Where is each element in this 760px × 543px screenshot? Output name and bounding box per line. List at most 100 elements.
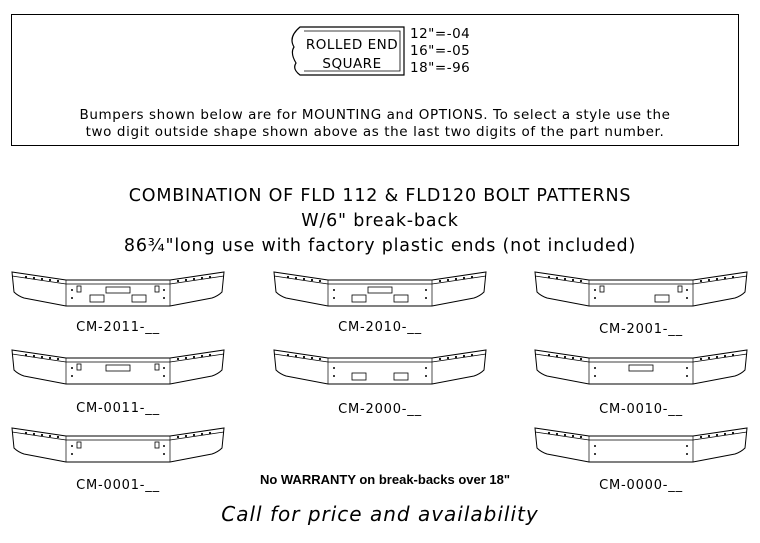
bolt-hole xyxy=(184,278,188,282)
bumper-flange-line xyxy=(534,431,748,441)
bumper-outer-edge xyxy=(273,271,487,307)
bracket-hole xyxy=(76,285,82,293)
bolt-hole xyxy=(302,277,306,281)
light-cutout xyxy=(89,294,105,303)
bolt-hole xyxy=(208,275,212,279)
bumper-outer-edge xyxy=(273,349,487,385)
bolt-hole xyxy=(163,367,165,369)
bumper-outline-icon xyxy=(534,427,748,463)
bracket-hole xyxy=(76,363,82,371)
shape-label-line2: SQUARE xyxy=(322,56,381,72)
bolt-hole xyxy=(563,355,567,359)
bolt-hole xyxy=(547,431,551,435)
bolt-hole xyxy=(71,289,73,291)
bumper-outer-edge xyxy=(11,427,225,463)
bolt-hole xyxy=(40,277,44,281)
bolt-hole xyxy=(563,433,567,437)
bolt-hole xyxy=(310,278,314,282)
bolt-hole xyxy=(446,356,450,360)
size-code: 16"=-05 xyxy=(410,43,471,59)
center-slot xyxy=(105,364,131,372)
bolt-hole xyxy=(579,435,583,439)
bolt-hole xyxy=(470,275,474,279)
bolt-hole xyxy=(24,431,28,435)
bolt-hole xyxy=(555,354,559,358)
bolt-hole xyxy=(286,353,290,357)
bumper-outer-edge xyxy=(534,349,748,385)
bolt-hole xyxy=(462,354,466,358)
bolt-hole xyxy=(40,433,44,437)
bolt-hole xyxy=(200,276,204,280)
bolt-hole xyxy=(200,354,204,358)
page-heading: COMBINATION OF FLD 112 & FLD120 BOLT PAT… xyxy=(0,184,760,259)
bolt-hole xyxy=(699,279,703,283)
bolt-hole xyxy=(454,277,458,281)
bumper-outline-icon xyxy=(273,271,487,307)
center-slot xyxy=(628,364,654,372)
bolt-hole xyxy=(571,434,575,438)
bumper-outline-icon xyxy=(11,349,225,385)
bumper-outer-edge xyxy=(11,271,225,307)
bolt-hole xyxy=(192,277,196,281)
bolt-hole xyxy=(184,356,188,360)
bumper-flange-line xyxy=(273,353,487,363)
bumper-outer-edge xyxy=(534,271,748,307)
bolt-hole xyxy=(318,279,322,283)
end-style-panel: ROLLED END SQUARE 12"=-04 16"=-05 18"=-9… xyxy=(11,14,739,146)
part-number: CM-0000-__ xyxy=(599,478,683,493)
bolt-hole xyxy=(294,354,298,358)
bolt-hole xyxy=(24,353,28,357)
bolt-hole xyxy=(32,354,36,358)
bolt-hole xyxy=(333,367,335,369)
bracket-hole xyxy=(154,441,160,449)
bolt-hole xyxy=(686,375,688,377)
bumper-outline-icon xyxy=(273,349,487,385)
bolt-hole xyxy=(571,278,575,282)
bolt-hole xyxy=(686,289,688,291)
heading-line: 86¾"long use with factory plastic ends (… xyxy=(123,236,637,256)
part-number: CM-0011-__ xyxy=(76,401,160,416)
bumper-flange-line xyxy=(534,275,748,285)
bolt-hole xyxy=(579,357,583,361)
bolt-hole xyxy=(686,445,688,447)
bolt-hole xyxy=(333,289,335,291)
bolt-hole xyxy=(715,433,719,437)
center-slot xyxy=(105,286,131,294)
bumper-drawing xyxy=(10,420,226,466)
bolt-hole xyxy=(594,445,596,447)
bolt-hole xyxy=(686,453,688,455)
bolt-hole xyxy=(446,278,450,282)
bolt-hole xyxy=(71,375,73,377)
heading-line: COMBINATION OF FLD 112 & FLD120 BOLT PAT… xyxy=(128,186,632,206)
bracket-hole xyxy=(677,285,683,293)
bolt-hole xyxy=(425,375,427,377)
bolt-hole xyxy=(699,435,703,439)
part-number: CM-0001-__ xyxy=(76,478,160,493)
size-code: 12"=-04 xyxy=(410,26,471,42)
bolt-hole xyxy=(454,355,458,359)
bolt-hole xyxy=(184,434,188,438)
center-slot xyxy=(367,286,393,294)
bolt-hole xyxy=(723,276,727,280)
size-code-list: 12"=-04 16"=-05 18"=-96 xyxy=(410,26,470,77)
bolt-hole xyxy=(32,432,36,436)
selection-note: Bumpers shown below are for MOUNTING and… xyxy=(12,107,738,141)
bolt-hole xyxy=(56,435,60,439)
bolt-hole xyxy=(24,275,28,279)
bolt-hole xyxy=(71,297,73,299)
bumper-outer-edge xyxy=(11,349,225,385)
bumper-drawing xyxy=(272,342,488,388)
bumper-drawing xyxy=(533,420,749,466)
bumper-drawing xyxy=(10,342,226,388)
bumper-flange-line xyxy=(11,431,225,441)
part-number: CM-2000-__ xyxy=(338,402,422,417)
bolt-hole xyxy=(438,357,442,361)
bolt-hole xyxy=(40,355,44,359)
bolt-hole xyxy=(192,433,196,437)
bolt-hole xyxy=(563,277,567,281)
bolt-hole xyxy=(302,355,306,359)
rolled-end-square-shape-icon: ROLLED END SQUARE xyxy=(291,26,405,76)
bumper-outline-icon xyxy=(534,271,748,307)
bolt-hole xyxy=(594,453,596,455)
bolt-hole xyxy=(699,357,703,361)
